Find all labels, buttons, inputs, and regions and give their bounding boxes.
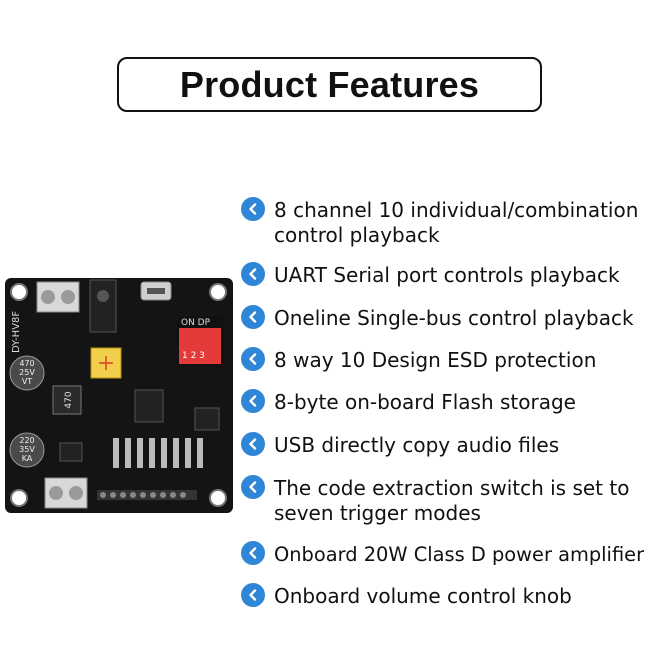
feature-text-line: 8-byte on-board Flash storage	[274, 390, 576, 414]
chevron-left-icon	[241, 389, 265, 413]
feature-text-line: USB directly copy audio files	[274, 433, 560, 457]
svg-text:+: +	[97, 351, 115, 376]
feature-text-line: Oneline Single-bus control playback	[274, 306, 634, 330]
dip-numbers-label: 1 2 3	[182, 351, 205, 361]
title-box: Product Features	[117, 57, 542, 112]
feature-text-line: Onboard 20W Class D power amplifier	[274, 543, 645, 566]
inductor-label: 470	[64, 391, 74, 408]
chevron-left-icon	[241, 347, 265, 371]
chevron-left-icon	[241, 432, 265, 456]
feature-item: 8 way 10 Design ESD protection	[241, 347, 597, 373]
product-board-image: + ON DP 1 2 3 DY-HV8F 470 25V VT 220 35V…	[5, 278, 233, 513]
chevron-left-icon	[241, 541, 265, 565]
feature-text-line: 8 way 10 Design ESD protection	[274, 348, 597, 372]
feature-item: Onboard volume control knob	[241, 583, 572, 609]
feature-list: 8 channel 10 individual/combination cont…	[241, 0, 665, 665]
feature-text-line: Onboard volume control knob	[274, 584, 572, 608]
feature-item: The code extraction switch is set to sev…	[241, 475, 630, 526]
cap1-line1: 470	[19, 359, 34, 368]
cap1-line3: VT	[22, 377, 32, 386]
cap2-line3: KA	[22, 454, 33, 463]
feature-item: 8-byte on-board Flash storage	[241, 389, 576, 415]
feature-item: Oneline Single-bus control playback	[241, 305, 634, 331]
chevron-left-icon	[241, 262, 265, 286]
feature-text-line: control playback	[274, 223, 440, 247]
chevron-left-icon	[241, 197, 265, 221]
feature-text-line: 8 channel 10 individual/combination	[274, 198, 639, 222]
chevron-left-icon	[241, 583, 265, 607]
feature-item: USB directly copy audio files	[241, 432, 560, 458]
cap1-line2: 25V	[19, 368, 35, 377]
feature-item: Onboard 20W Class D power amplifier	[241, 541, 645, 567]
chevron-left-icon	[241, 305, 265, 329]
page-title: Product Features	[179, 63, 480, 105]
feature-text-line: The code extraction switch is set to	[274, 476, 630, 500]
cap2-line1: 220	[19, 436, 34, 445]
feature-text-line: UART Serial port controls playback	[274, 263, 620, 287]
feature-text-line: seven trigger modes	[274, 501, 481, 525]
dip-on-label: ON DP	[181, 318, 211, 328]
board-model-label: DY-HV8F	[11, 311, 22, 353]
chevron-left-icon	[241, 475, 265, 499]
cap2-line2: 35V	[19, 445, 35, 454]
feature-item: UART Serial port controls playback	[241, 262, 620, 288]
feature-item: 8 channel 10 individual/combination cont…	[241, 197, 639, 248]
